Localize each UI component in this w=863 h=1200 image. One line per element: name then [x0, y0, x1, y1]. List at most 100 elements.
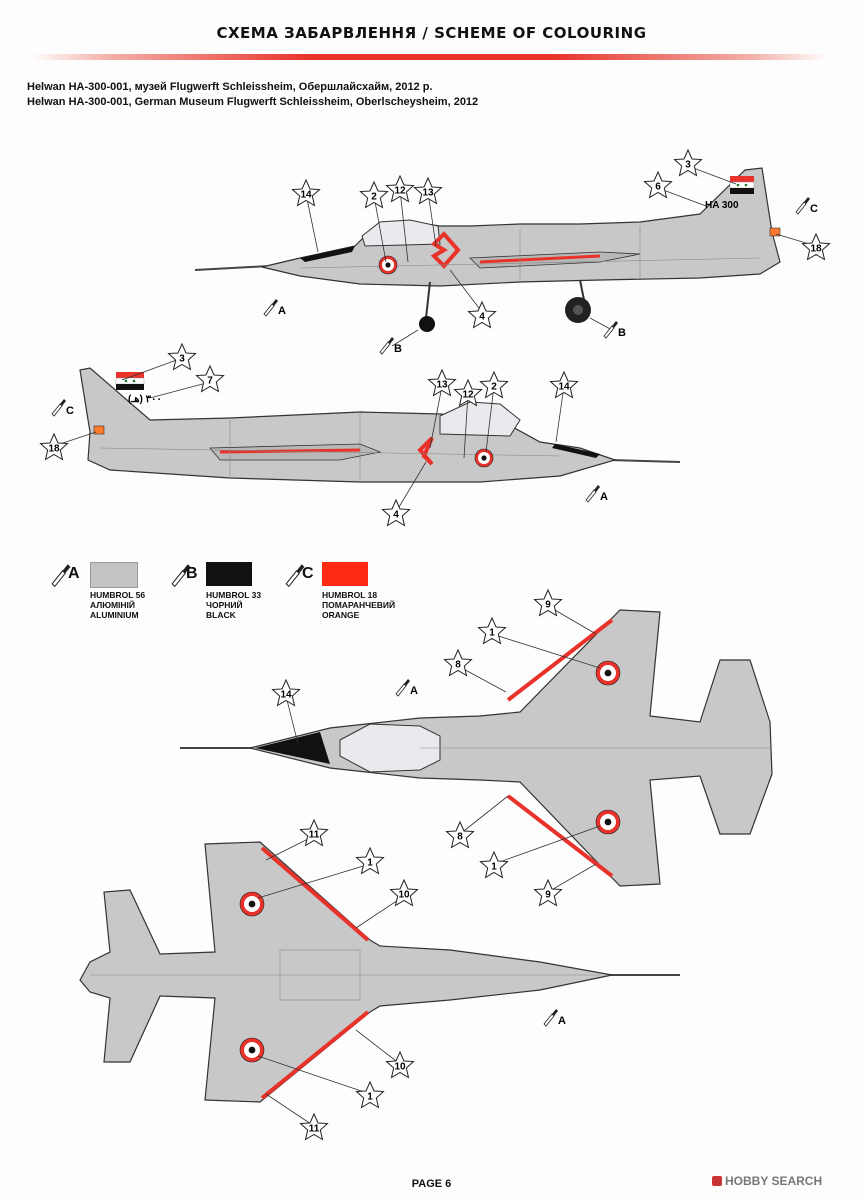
callout-6: 6 — [644, 171, 672, 198]
svg-text:4: 4 — [479, 312, 485, 323]
svg-text:A: A — [410, 685, 418, 697]
fin-arabic-label: ٣٠٠ (هـ) — [128, 394, 162, 405]
callout-3-b: 3 — [168, 343, 196, 370]
svg-text:3: 3 — [179, 354, 185, 365]
svg-text:14: 14 — [300, 190, 312, 201]
callout-1-d: 1 — [356, 1081, 384, 1108]
svg-text:2: 2 — [491, 382, 497, 393]
callout-2-b: 2 — [480, 371, 508, 398]
svg-text:1: 1 — [491, 862, 497, 873]
subtitle-english: Helwan HA-300-001, German Museum Flugwer… — [27, 96, 479, 108]
svg-text:18: 18 — [48, 444, 60, 455]
color-swatch — [90, 562, 138, 588]
legend-name-ua: АЛЮМІНІЙ — [90, 600, 136, 610]
callout-11-a: 11 — [300, 819, 328, 846]
watermark-text: HOBBY SEARCH — [725, 1174, 823, 1188]
color-swatch — [206, 562, 252, 586]
top-view — [180, 609, 773, 887]
legend-name-en: ALUMINIUM — [90, 610, 139, 620]
callout-11-b: 11 — [300, 1113, 328, 1140]
page-title: СХЕМА ЗАБАРВЛЕННЯ / SCHEME OF COLOURING — [216, 24, 647, 42]
paint-ref-c-2: C — [51, 398, 74, 417]
fin-code-label: HA 300 — [705, 200, 739, 211]
color-swatch — [322, 562, 368, 586]
svg-text:12: 12 — [462, 390, 474, 401]
callout-13-b: 13 — [428, 369, 456, 396]
callout-12-b: 12 — [454, 379, 482, 406]
legend-humbrol: HUMBROL 33 — [206, 590, 262, 600]
callout-9-b: 9 — [534, 879, 562, 906]
svg-text:1: 1 — [367, 858, 373, 869]
paint-ref-a-2: A — [585, 484, 608, 503]
legend-name-en: ORANGE — [322, 610, 360, 620]
callout-1-a: 1 — [478, 617, 506, 644]
watermark-logo-icon — [712, 1176, 722, 1186]
svg-text:A: A — [278, 305, 286, 317]
callout-7: 7 — [196, 365, 224, 392]
callout-10-a: 10 — [390, 879, 418, 906]
callout-1-b: 1 — [480, 851, 508, 878]
callout-14-b: 14 — [550, 371, 578, 398]
legend-humbrol: HUMBROL 56 — [90, 590, 146, 600]
svg-text:8: 8 — [457, 832, 463, 843]
svg-text:11: 11 — [309, 830, 320, 841]
paint-ref-a-1: A — [263, 298, 286, 317]
legend-code: C — [302, 565, 314, 582]
svg-text:A: A — [600, 491, 608, 503]
svg-text:B: B — [618, 327, 626, 339]
callout-stars: 14 2 12 13 4 3 6 18 3 7 18 13 12 2 14 4 … — [40, 149, 830, 1140]
svg-text:8: 8 — [455, 660, 461, 671]
callout-9-a: 9 — [534, 589, 562, 616]
paint-ref-c-1: C — [795, 196, 818, 215]
svg-text:C: C — [66, 405, 74, 417]
side-view-right: ٣٠٠ (هـ) — [79, 367, 681, 483]
callout-4-b: 4 — [382, 499, 410, 526]
svg-text:2: 2 — [371, 192, 377, 203]
svg-text:11: 11 — [309, 1124, 320, 1135]
svg-text:6: 6 — [655, 182, 661, 193]
svg-text:13: 13 — [436, 380, 448, 391]
svg-text:12: 12 — [394, 186, 406, 197]
bottom-view — [79, 841, 680, 1103]
legend-code: A — [68, 565, 80, 582]
callout-18-b: 18 — [40, 433, 68, 460]
svg-text:4: 4 — [393, 510, 399, 521]
legend-humbrol: HUMBROL 18 — [322, 590, 378, 600]
callout-8-b: 8 — [446, 821, 474, 848]
legend-name-ua: ЧОРНИЙ — [206, 600, 243, 610]
watermark: HOBBY SEARCH — [712, 1174, 822, 1188]
callout-1-c: 1 — [356, 847, 384, 874]
svg-text:13: 13 — [422, 188, 434, 199]
paint-ref-a-3: A — [395, 678, 418, 697]
callout-8-a: 8 — [444, 649, 472, 676]
legend-name-ua: ПОМАРАНЧЕВИЙ — [322, 600, 396, 610]
callout-14-a: 14 — [292, 179, 320, 206]
svg-text:3: 3 — [685, 160, 691, 171]
svg-text:1: 1 — [367, 1092, 373, 1103]
callout-14-c: 14 — [272, 679, 300, 706]
callout-10-b: 10 — [386, 1051, 414, 1078]
callout-12-a: 12 — [386, 175, 414, 202]
svg-text:14: 14 — [280, 690, 292, 701]
svg-text:10: 10 — [398, 890, 410, 901]
callout-18-a: 18 — [802, 233, 830, 260]
paint-ref-b-2: B — [603, 320, 626, 339]
svg-text:14: 14 — [558, 382, 570, 393]
paint-ref-b-1: B — [379, 336, 402, 355]
title-underline — [30, 54, 830, 60]
callout-4-a: 4 — [468, 301, 496, 328]
legend-name-en: BLACK — [206, 610, 236, 620]
callout-13-a: 13 — [414, 177, 442, 204]
svg-text:B: B — [394, 343, 402, 355]
page-number: PAGE 6 — [411, 1178, 452, 1190]
side-view-left: HA 300 — [194, 167, 781, 332]
svg-text:1: 1 — [489, 628, 495, 639]
svg-text:A: A — [558, 1015, 566, 1027]
paint-ref-a-4: A — [543, 1008, 566, 1027]
svg-text:18: 18 — [810, 244, 822, 255]
svg-text:7: 7 — [207, 376, 213, 387]
svg-text:10: 10 — [394, 1062, 406, 1073]
svg-text:C: C — [810, 203, 818, 215]
leader-lines — [53, 165, 817, 1127]
